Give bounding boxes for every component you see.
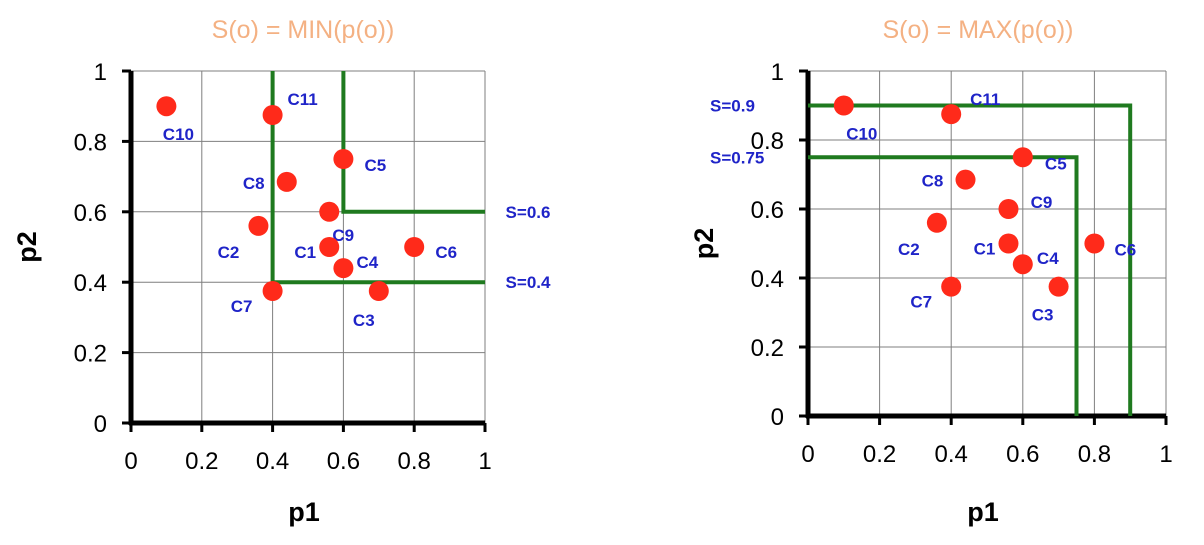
point-label-c2: C2 [898, 240, 920, 259]
data-point-c4 [1012, 254, 1033, 275]
threshold-label: S=0.9 [710, 97, 755, 116]
y-tick-label: 0 [771, 404, 784, 431]
data-point-c9 [319, 201, 340, 222]
y-tick-label: 1 [771, 59, 784, 86]
x-tick-label: 0.2 [863, 441, 896, 468]
x-axis-label: p1 [967, 497, 999, 527]
threshold-label: S=0.6 [506, 203, 551, 222]
x-tick-label: 0.4 [256, 448, 289, 475]
x-tick-label: 0.6 [1006, 441, 1039, 468]
data-point-c1 [998, 233, 1019, 254]
x-tick-label: 1 [1159, 441, 1172, 468]
point-label-c8: C8 [922, 172, 944, 191]
point-label-c3: C3 [1032, 306, 1054, 325]
data-point-c7 [262, 281, 283, 301]
data-point-c3 [1048, 276, 1069, 297]
threshold-line [808, 155, 1079, 416]
data-point-c4 [333, 258, 354, 279]
y-tick-label: 1 [94, 59, 107, 86]
data-point-c10 [156, 96, 177, 117]
point-label-c4: C4 [357, 253, 379, 272]
y-tick-label: 0 [94, 411, 107, 438]
point-label-c8: C8 [243, 174, 265, 193]
point-label-c10: C10 [163, 125, 194, 144]
point-label-c2: C2 [218, 243, 240, 262]
point-label-c6: C6 [435, 243, 457, 262]
data-point-c7 [941, 276, 962, 297]
threshold-line [341, 71, 485, 214]
data-point-c11 [941, 104, 962, 125]
data-point-c8 [955, 169, 976, 190]
point-label-c1: C1 [974, 240, 996, 259]
point-label-c3: C3 [353, 311, 375, 330]
x-tick-label: 0.8 [1078, 441, 1111, 468]
point-label-c4: C4 [1037, 249, 1059, 268]
threshold-line [808, 103, 1133, 416]
y-tick-label: 0.4 [751, 266, 784, 293]
point-label-c11: C11 [287, 90, 317, 109]
threshold-label: S=0.75 [710, 148, 764, 167]
x-tick-label: 0.2 [185, 448, 218, 475]
data-point-c11 [262, 105, 283, 125]
threshold-label: S=0.4 [506, 273, 551, 292]
x-tick-label: 0 [801, 441, 814, 468]
point-label-c5: C5 [1045, 154, 1067, 173]
point-label-c7: C7 [231, 297, 253, 316]
data-point-c6 [1084, 233, 1105, 254]
data-point-c6 [404, 237, 425, 257]
data-point-c10 [833, 95, 854, 116]
data-point-c3 [368, 281, 389, 301]
data-point-c5 [333, 149, 354, 169]
point-label-c9: C9 [332, 226, 354, 245]
x-tick-label: 0 [124, 448, 137, 475]
x-tick-label: 0.8 [398, 448, 431, 475]
y-axis-label: p2 [12, 231, 42, 263]
point-label-c5: C5 [365, 156, 387, 175]
data-point-c5 [1012, 147, 1033, 168]
chart-min: S(o) = MIN(p(o)) 0 0.2 0.4 0.6 0.8 1 0 0.2 0.4 0.6… [12, 16, 551, 527]
data-point-c2 [248, 215, 269, 236]
x-tick-label: 1 [478, 448, 491, 475]
point-label-c9: C9 [1031, 193, 1053, 212]
point-label-c10: C10 [846, 125, 877, 144]
data-point-c1 [319, 237, 340, 257]
point-label-c1: C1 [294, 243, 316, 262]
data-point-c2 [926, 212, 947, 233]
y-tick-label: 0.8 [751, 128, 784, 155]
x-axis-label: p1 [288, 497, 320, 527]
y-tick-label: 0.2 [751, 335, 784, 362]
chart-title: S(o) = MAX(p(o)) [882, 16, 1073, 44]
point-label-c7: C7 [910, 293, 932, 312]
y-tick-label: 0.8 [74, 129, 107, 156]
x-tick-label: 0.4 [935, 441, 968, 468]
point-label-c6: C6 [1115, 241, 1137, 260]
y-tick-label: 0.2 [74, 341, 107, 368]
y-tick-label: 0.6 [74, 200, 107, 227]
point-label-c11: C11 [970, 90, 1000, 109]
y-tick-label: 0.6 [751, 197, 784, 224]
x-tick-label: 0.6 [327, 448, 360, 475]
y-tick-label: 0.4 [74, 270, 107, 297]
chart-max: S(o) = MAX(p(o)) 0 0.2 0.4 0.6 0.8 1 0 0.2 0.4 0.6… [689, 16, 1173, 527]
y-axis-label: p2 [689, 228, 719, 260]
data-point-c9 [998, 199, 1019, 219]
chart-title: S(o) = MIN(p(o)) [212, 16, 395, 44]
data-point-c8 [276, 171, 297, 192]
